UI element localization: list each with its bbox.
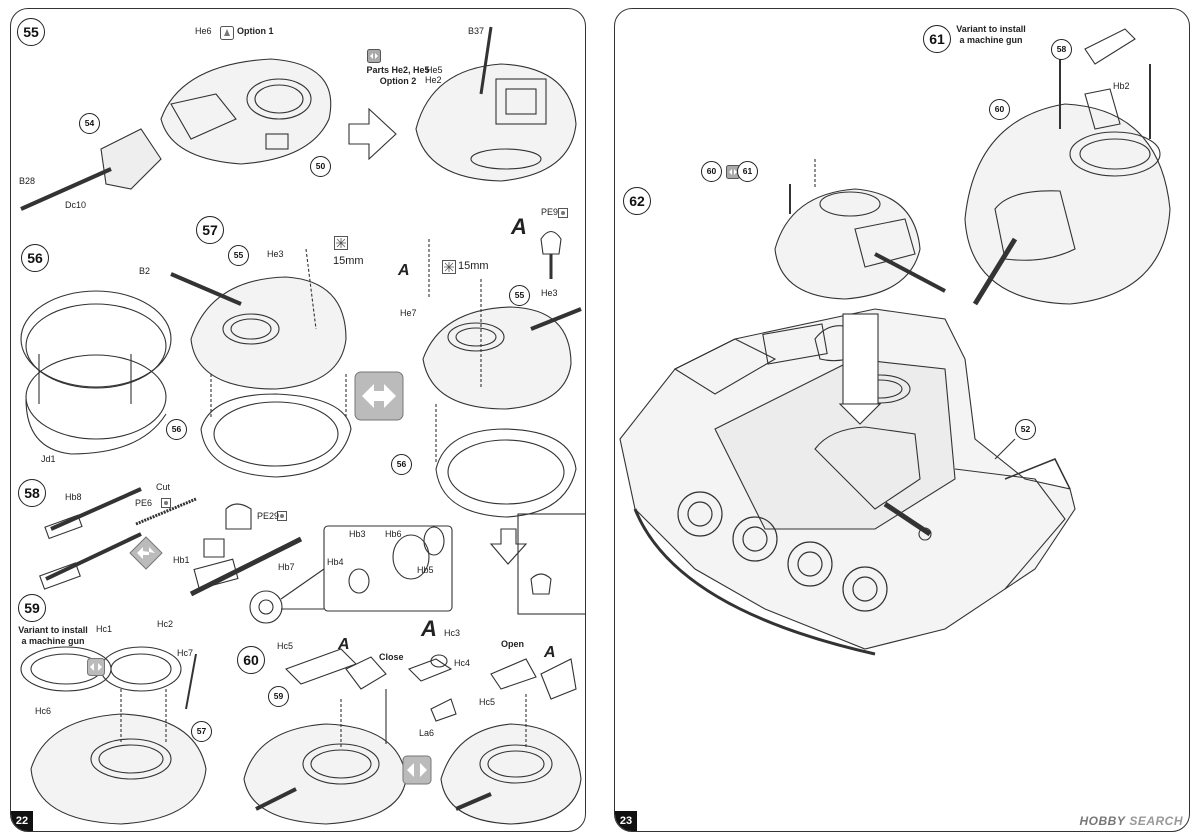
part-callout-54: 54: [79, 113, 100, 134]
step-number-58: 58: [18, 479, 46, 507]
part-label-b37: B37: [468, 26, 485, 36]
photo-etch-icon: [277, 511, 287, 521]
alternate-icon: [87, 658, 105, 676]
part-callout-60: 60: [989, 99, 1010, 120]
step-number-60: 60: [237, 646, 265, 674]
option-2-line-1: Parts He2, He5: [366, 65, 430, 75]
part-label-he6: He6: [195, 26, 212, 36]
part-label-hc3: Hc3: [444, 628, 461, 638]
option-2-line-2: Option 2: [379, 76, 417, 86]
part-label-hc4: Hc4: [454, 658, 471, 668]
stretch-sprue-icon: [442, 260, 456, 274]
detail-marker-a: A: [338, 636, 350, 653]
part-label-hc7: Hc7: [177, 648, 194, 658]
page-number-23: 23: [615, 811, 637, 831]
alternate-icon: [354, 371, 404, 421]
part-label-hb3: Hb3: [349, 529, 366, 539]
length-label-15mm: 15mm: [333, 255, 364, 267]
part-callout-52: 52: [1015, 419, 1036, 440]
part-label-pe29: PE29: [257, 511, 280, 521]
part-callout-60: 60: [701, 161, 722, 182]
watermark-rest: SEARCH: [1129, 814, 1183, 828]
alternate-icon: [402, 755, 432, 785]
part-label-hb8: Hb8: [65, 492, 82, 502]
instruction-page-right: 61 62 Variant to install a machine gun 6…: [614, 8, 1190, 832]
variant-note-line-1: Variant to install: [18, 625, 88, 635]
instruction-page-left: 55 56 57 58 59 60 54 50 55 55 56 56 57 5…: [10, 8, 586, 832]
part-label-dc10: Dc10: [65, 200, 87, 210]
part-label-hc1: Hc1: [96, 624, 113, 634]
page-number-22: 22: [11, 811, 33, 831]
part-label-cut: Cut: [156, 482, 171, 492]
part-label-he2: He2: [425, 75, 442, 85]
step-number-59: 59: [18, 594, 46, 622]
part-label-hb6: Hb6: [385, 529, 402, 539]
part-label-hb2: Hb2: [1113, 81, 1130, 91]
option-2-label: Parts He2, He5 Option 2: [363, 66, 433, 86]
open-label: Open: [501, 639, 525, 649]
part-callout-57: 57: [191, 721, 212, 742]
part-label-hc5: Hc5: [479, 697, 496, 707]
alternate-icon: [367, 49, 381, 63]
alternate-icon: [129, 536, 163, 570]
part-callout-59: 59: [268, 686, 289, 707]
step-number-55: 55: [17, 18, 45, 46]
close-label: Close: [379, 652, 404, 662]
detail-marker-a: A: [421, 616, 437, 641]
part-callout-56: 56: [166, 419, 187, 440]
variant-note-line-2: a machine gun: [959, 35, 1023, 45]
glue-icon: [220, 26, 234, 40]
part-callout-55: 55: [509, 285, 530, 306]
right-page-line-art: [619, 28, 1171, 656]
variant-note: Variant to install a machine gun: [15, 626, 91, 646]
stretch-sprue-icon: [334, 236, 348, 250]
watermark-brand: HOBBY: [1079, 814, 1126, 828]
detail-marker-a: A: [511, 214, 527, 239]
part-label-hc2: Hc2: [157, 619, 174, 629]
part-label-hb1: Hb1: [173, 555, 190, 565]
photo-etch-icon: [161, 498, 171, 508]
part-label-jd1: Jd1: [41, 454, 56, 464]
part-label-pe6: PE6: [135, 498, 153, 508]
part-callout-58: 58: [1051, 39, 1072, 60]
step-number-61: 61: [923, 25, 951, 53]
part-label-hb4: Hb4: [327, 557, 344, 567]
length-label-15mm: 15mm: [458, 260, 489, 272]
part-label-la6: La6: [419, 728, 435, 738]
step-number-62: 62: [623, 187, 651, 215]
part-callout-50: 50: [310, 156, 331, 177]
part-label-he5: He5: [426, 65, 443, 75]
variant-note-line-2: a machine gun: [21, 636, 85, 646]
variant-note-line-1: Variant to install: [956, 24, 1026, 34]
step-number-56: 56: [21, 244, 49, 272]
step-number-57: 57: [196, 216, 224, 244]
part-callout-56: 56: [391, 454, 412, 475]
variant-note: Variant to install a machine gun: [951, 25, 1031, 45]
part-label-hb5: Hb5: [417, 565, 434, 575]
part-label-he7: He7: [400, 308, 417, 318]
part-label-b28: B28: [19, 176, 36, 186]
part-callout-55: 55: [228, 245, 249, 266]
part-callout-61: 61: [737, 161, 758, 182]
detail-marker-a: A: [544, 644, 556, 661]
part-label-he3: He3: [541, 288, 558, 298]
part-label-he3: He3: [267, 249, 284, 259]
photo-etch-icon: [558, 208, 568, 218]
part-label-hb7: Hb7: [278, 562, 295, 572]
option-1-label: Option 1: [237, 26, 274, 36]
part-label-pe9: PE9: [541, 207, 559, 217]
left-page-line-art: [20, 26, 585, 825]
detail-marker-a: A: [398, 262, 410, 279]
part-label-hc6: Hc6: [35, 706, 52, 716]
part-label-b2: B2: [139, 266, 151, 276]
part-label-hc5: Hc5: [277, 641, 294, 651]
